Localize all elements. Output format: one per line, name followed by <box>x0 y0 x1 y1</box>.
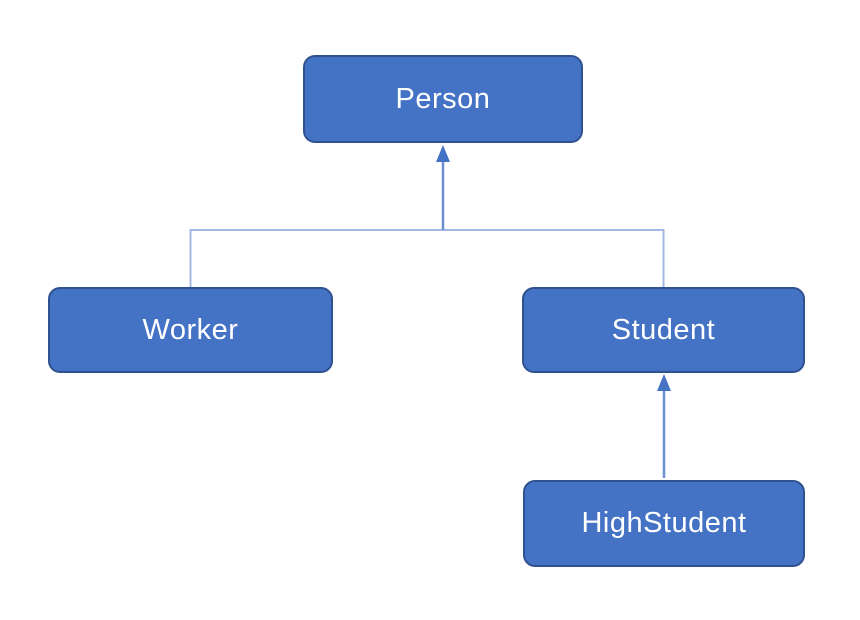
node-highstudent-label: HighStudent <box>581 507 747 539</box>
node-worker-label: Worker <box>142 313 239 346</box>
elbow-connector-children <box>189 229 665 287</box>
node-highstudent: HighStudent <box>523 480 805 567</box>
node-worker: Worker <box>48 287 333 373</box>
node-person-label: Person <box>395 82 491 115</box>
node-student: Student <box>522 287 805 373</box>
arrow-to-person-head <box>436 145 450 162</box>
node-person: Person <box>303 55 583 143</box>
node-student-label: Student <box>611 313 716 346</box>
arrow-to-student-head <box>657 374 671 391</box>
